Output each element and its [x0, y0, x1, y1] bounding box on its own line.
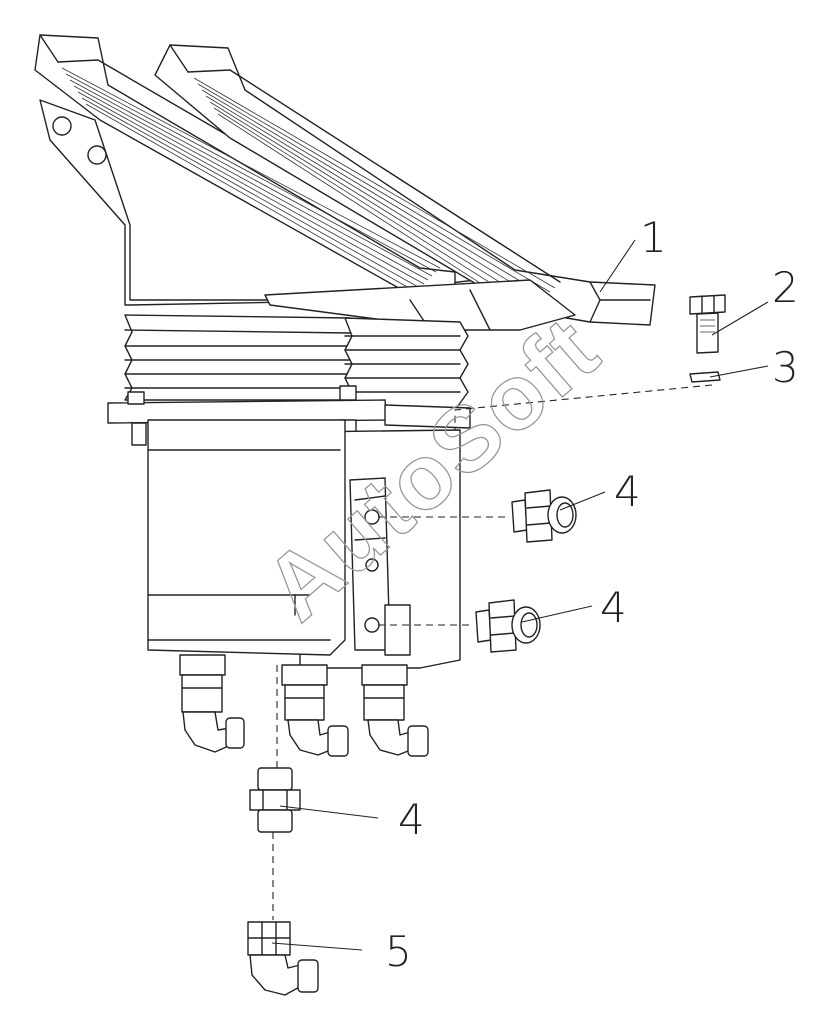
straight-connector-lower [475, 599, 541, 653]
assembly-centerlines [272, 384, 713, 920]
foot-pedal-assembly [34, 34, 656, 331]
elbow-fitting [247, 921, 319, 996]
callout-2: 2 [772, 263, 799, 312]
callout-labels: 1 2 3 4 4 4 5 [385, 213, 799, 976]
leader-lines [271, 239, 769, 951]
callout-4-upper: 4 [614, 467, 641, 516]
hex-bolt [689, 294, 726, 354]
callout-4-bottom: 4 [398, 795, 425, 844]
bottom-elbow-fittings [179, 654, 429, 757]
callout-1: 1 [640, 213, 667, 262]
straight-connector-upper [511, 489, 577, 543]
callout-5: 5 [385, 927, 412, 976]
callout-3: 3 [772, 343, 799, 392]
straight-connector-bottom [249, 767, 301, 833]
rubber-bellows [124, 314, 469, 411]
valve-body [147, 419, 461, 669]
callout-4-lower: 4 [600, 583, 627, 632]
washer [689, 371, 721, 383]
mounting-flange [107, 385, 471, 446]
